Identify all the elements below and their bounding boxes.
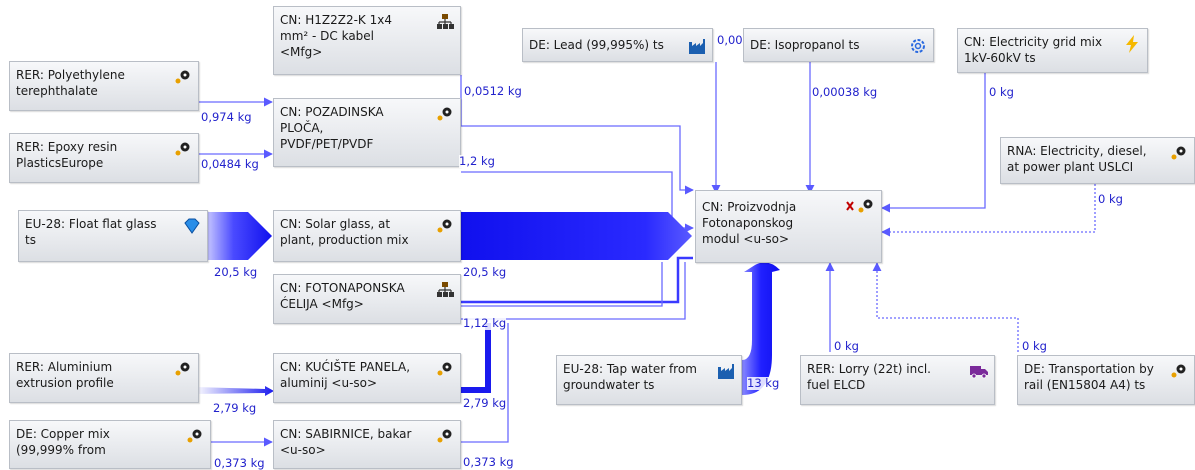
- node-frame[interactable]: CN: KUĆIŠTE PANELA, aluminij <u-so>: [273, 353, 461, 403]
- flow-cell-module[interactable]: [461, 256, 693, 304]
- hierarchy-icon: [435, 280, 455, 300]
- flow-amount-label: 2,79 kg: [463, 396, 507, 410]
- node-solarglass[interactable]: CN: Solar glass, at plant, production mi…: [273, 210, 461, 262]
- node-module[interactable]: CN: Proizvodnja Fotonaponskog modul <u-s…: [695, 190, 882, 263]
- flow-amount-label: 1,12 kg: [463, 316, 507, 330]
- flow-amount-label: 20,5 kg: [214, 265, 258, 279]
- hierarchy-icon: [435, 12, 455, 32]
- node-floatglass[interactable]: EU-28: Float flat glass ts: [18, 210, 208, 262]
- flow-module-water[interactable]: [742, 262, 780, 395]
- gears-icon: [173, 139, 193, 159]
- gears-icon: [435, 216, 455, 236]
- node-cell[interactable]: CN: FOTONAPONSKA ĆELIJA <Mfg>: [273, 274, 461, 324]
- flow-amount-label: 0,0512 kg: [464, 84, 522, 98]
- flow-alu-frame[interactable]: [195, 386, 274, 396]
- flow-amount-label: 0 kg: [834, 339, 859, 353]
- node-ipa[interactable]: DE: Isopropanol ts: [743, 28, 934, 62]
- gears-icon: [1169, 143, 1189, 163]
- flow-amount-label: 0 kg: [1098, 192, 1123, 206]
- gears-icon: [435, 359, 455, 379]
- node-rail[interactable]: DE: Transportation by rail (EN15804 A4) …: [1017, 355, 1195, 405]
- flow-cable-module[interactable]: [460, 75, 694, 195]
- node-grid[interactable]: CN: Electricity grid mix 1kV-60kV ts: [957, 28, 1148, 73]
- factory-icon: [716, 361, 736, 381]
- flow-amount-label: 0,373 kg: [463, 455, 514, 469]
- node-pet[interactable]: RER: Polyethylene terephthalate: [9, 61, 199, 111]
- gears-icon: [173, 359, 193, 379]
- flow-frame-module[interactable]: [461, 323, 491, 393]
- flow-amount-label: 0 kg: [1022, 339, 1047, 353]
- flow-solarglass-module[interactable]: [461, 212, 692, 260]
- node-lead[interactable]: DE: Lead (99,995%) ts: [522, 28, 713, 62]
- node-epoxy[interactable]: RER: Epoxy resin PlasticsEurope: [9, 133, 199, 183]
- diamond-icon: [182, 216, 202, 236]
- flow-amount-label: 0,373 kg: [214, 456, 265, 470]
- gears-icon: [173, 67, 193, 87]
- flow-amount-label: 0,0484 kg: [201, 157, 259, 171]
- flow-amount-label: 1,2 kg: [459, 154, 495, 168]
- gears-icon: [435, 104, 455, 124]
- flow-diesel-module[interactable]: [881, 184, 1096, 237]
- node-copper[interactable]: DE: Copper mix (99,999% from: [9, 420, 211, 469]
- flow-rail-module[interactable]: [872, 262, 1019, 352]
- flow-amount-label: 2,79 kg: [213, 401, 257, 415]
- flow-amount-label: 20,5 kg: [463, 265, 507, 279]
- node-cable[interactable]: CN: H1Z2Z2-K 1x4 mm² - DC kabel <Mfg>: [273, 6, 461, 75]
- gears-icon: [435, 426, 455, 446]
- gears-x-icon: [844, 196, 876, 216]
- flow-busbar-module[interactable]: [461, 323, 509, 443]
- gears-icon: [185, 426, 205, 446]
- node-alu[interactable]: RER: Aluminium extrusion profile: [9, 353, 199, 403]
- flow-amount-label: 0 kg: [989, 85, 1014, 99]
- gear-outline-icon: [908, 36, 928, 56]
- factory-icon: [687, 36, 707, 56]
- node-busbar[interactable]: CN: SABIRNICE, bakar <u-so>: [273, 420, 461, 469]
- flow-amount-label: 13 kg: [747, 376, 780, 390]
- gears-icon: [1169, 361, 1189, 381]
- flow-amount-label: 0,00038 kg: [812, 85, 878, 99]
- node-water[interactable]: EU-28: Tap water from groundwater ts: [556, 355, 742, 405]
- node-backplate[interactable]: CN: POZADINSKA PLOČA, PVDF/PET/PVDF: [273, 98, 461, 167]
- node-lorry[interactable]: RER: Lorry (22t) incl. fuel ELCD: [800, 355, 995, 405]
- flow-grid-module[interactable]: [881, 73, 986, 213]
- lightning-icon: [1122, 34, 1142, 54]
- node-diesel[interactable]: RNA: Electricity, diesel, at power plant…: [1000, 137, 1195, 184]
- flow-amount-label: 0,974 kg: [201, 110, 252, 124]
- flow-amount-label: 0,00: [717, 33, 743, 47]
- truck-icon: [969, 361, 989, 381]
- flow-floatglass-solarglass[interactable]: [195, 212, 272, 260]
